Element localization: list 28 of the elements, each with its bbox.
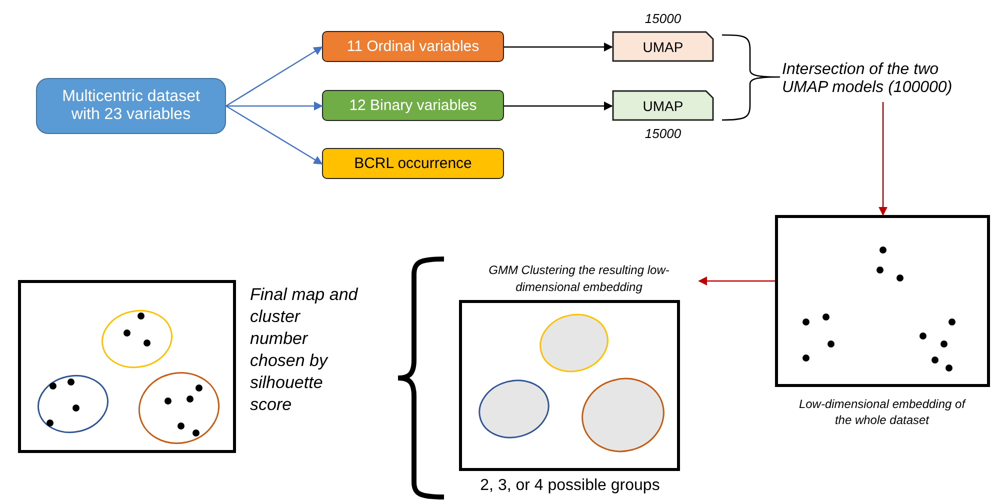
arrow <box>504 102 613 110</box>
node-label: Multicentric dataset with 23 variables <box>61 88 201 124</box>
node-label: BCRL occurrence <box>354 155 472 172</box>
node-label: UMAP <box>642 98 684 114</box>
arrow <box>504 42 613 52</box>
panel-heading: GMM Clustering the resulting low-dimensional embedding <box>488 262 670 296</box>
dataset-box <box>36 78 226 134</box>
arrow <box>226 46 323 107</box>
variable-box <box>322 90 504 121</box>
outcome-box <box>322 148 504 179</box>
node-label: UMAP <box>642 38 684 54</box>
umap-box <box>612 31 714 62</box>
node-label: 15000 <box>644 126 682 143</box>
node-label: Low-dimensional embedding of the whole dataset <box>798 397 967 428</box>
variable-box <box>322 31 504 62</box>
arrow <box>226 105 323 165</box>
node-label: 12 Binary variables <box>349 97 477 114</box>
node-label: 11 Ordinal variables <box>346 38 480 55</box>
embedding-plot <box>775 215 990 387</box>
node-label: Intersection of the two UMAP models (100000) <box>782 61 954 97</box>
node-label: 15000 <box>644 11 682 28</box>
node-label: Final map and cluster number chosen by silhouette score <box>250 284 360 416</box>
arrow <box>226 102 323 110</box>
node-label: 2, 3, or 4 possible groups <box>479 476 661 496</box>
arrow <box>878 102 888 216</box>
umap-box <box>612 90 714 121</box>
final-map-plot <box>18 280 236 453</box>
arrow <box>698 276 775 286</box>
